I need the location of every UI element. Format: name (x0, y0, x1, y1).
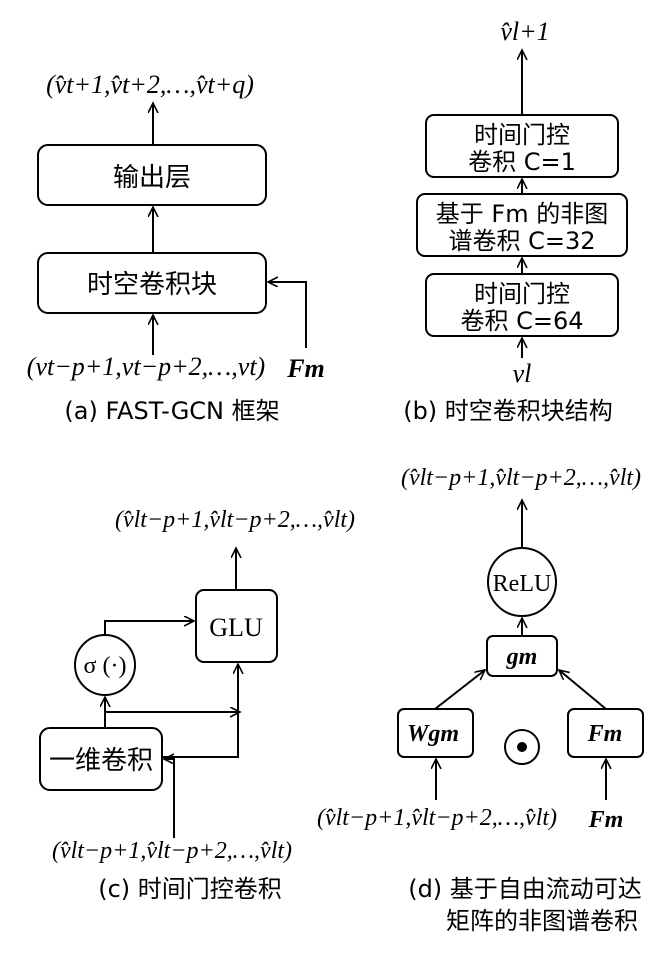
c-arrow-input-to-conv (164, 759, 175, 838)
b-box3-line2: 卷积 C=64 (460, 307, 583, 335)
b-box-gated-conv-64 (425, 273, 619, 337)
a-caption: (a) FAST-GCN 框架 (64, 397, 279, 425)
a-input-sequence: (vt−p+1,vt−p+2,…,vt) (27, 352, 265, 381)
c-arrow-sigma-to-glu (104, 621, 194, 635)
b-box-nongraph-conv (416, 193, 628, 257)
a-output-sequence: (v̂t+1,v̂t+2,…,v̂t+q) (46, 70, 254, 99)
a-fm-label: Fm (286, 354, 325, 383)
panel-c: (v̂lt−p+1,v̂lt−p+2,…,v̂lt) GLU σ (·) 一维卷… (39, 507, 355, 903)
b-top-output: v̂l+1 (500, 17, 549, 46)
d-arrow-w-to-g (434, 670, 485, 710)
d-caption-line1: (d) 基于自由流动可达 (408, 875, 642, 903)
c-glu-label: GLU (209, 613, 263, 642)
c-output-sequence: (v̂lt−p+1,v̂lt−p+2,…,v̂lt) (115, 507, 355, 533)
b-caption: (b) 时空卷积块结构 (403, 397, 613, 425)
c-conv1d-box (39, 727, 163, 791)
a-output-layer-box (37, 144, 267, 206)
c-sigma-label: σ (·) (84, 653, 127, 679)
b-box2-line1: 基于 Fm 的非图 (436, 200, 608, 228)
c-caption: (c) 时间门控卷积 (98, 875, 282, 903)
d-fm-box-label: Fm (587, 721, 623, 747)
c-glu-box (195, 589, 278, 663)
d-relu-label: ReLU (493, 571, 552, 597)
b-input-vl: vl (513, 359, 532, 388)
b-box2-line2: 谱卷积 C=32 (448, 227, 595, 255)
d-caption-line2: 矩阵的非图谱卷积 (446, 907, 638, 935)
c-conv1d-label: 一维卷积 (49, 746, 153, 776)
d-gm-label: gm (506, 644, 538, 670)
c-residual-path (162, 712, 239, 758)
c-input-sequence: (v̂lt−p+1,v̂lt−p+2,…,v̂lt) (52, 838, 292, 864)
d-gm-box (486, 635, 558, 677)
d-fm-bottom: Fm (588, 807, 624, 833)
b-box1-line2: 卷积 C=1 (468, 148, 576, 176)
d-input-sequence: (v̂lt−p+1,v̂lt−p+2,…,v̂lt) (317, 805, 557, 831)
panel-a: (v̂t+1,v̂t+2,…,v̂t+q) 输出层 时空卷积块 (vt−p+1,… (27, 70, 325, 425)
a-st-block-label: 时空卷积块 (87, 270, 217, 300)
b-box1-line1: 时间门控 (474, 121, 570, 149)
a-arrow-fm-to-block (268, 282, 307, 348)
b-box-gated-conv-1 (425, 114, 619, 178)
b-box3-line1: 时间门控 (474, 280, 570, 308)
d-wgm-label: Wgm (407, 721, 459, 747)
d-arrow-f-to-g (559, 670, 607, 710)
panel-d: (v̂lt−p+1,v̂lt−p+2,…,v̂lt) ReLU gm Wgm ⊙… (317, 465, 644, 935)
d-odot-dot (517, 742, 527, 752)
a-output-layer-label: 输出层 (113, 163, 191, 193)
d-output-sequence: (v̂lt−p+1,v̂lt−p+2,…,v̂lt) (401, 465, 641, 491)
d-wgm-box (397, 708, 474, 758)
d-fm-box (567, 708, 644, 758)
d-relu-circle (487, 547, 557, 617)
panel-b: v̂l+1 时间门控 卷积 C=1 基于 Fm 的非图 谱卷积 C=32 时间门… (403, 17, 628, 425)
a-st-block-box (37, 252, 267, 314)
